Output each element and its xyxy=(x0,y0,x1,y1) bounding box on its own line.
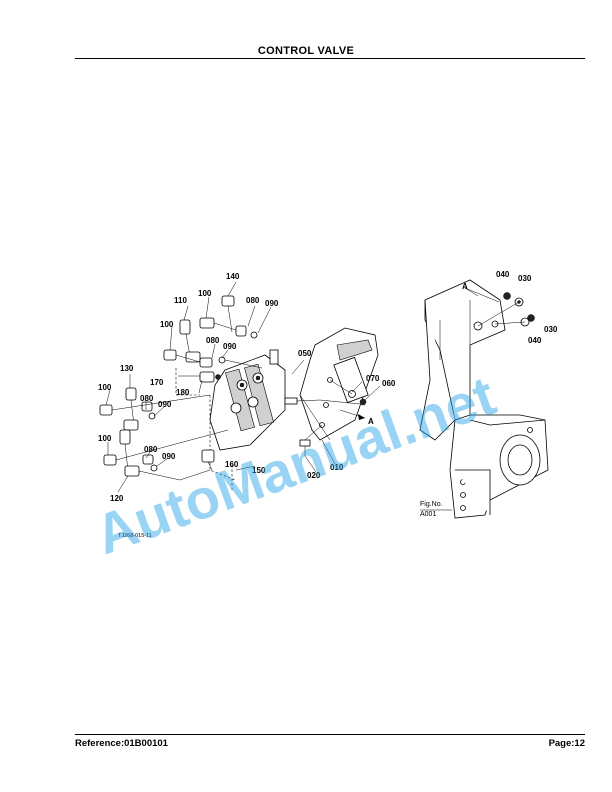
fig-no-value: A001 xyxy=(420,511,436,518)
callout-080: 080 xyxy=(144,445,158,454)
frame-bracket xyxy=(419,279,549,519)
section-marker-a-top: A xyxy=(462,282,468,291)
section-marker-a-bottom: A xyxy=(368,417,374,426)
callout-labels: 140 110 100 080 090 100 080 090 130 170 … xyxy=(98,270,558,539)
callout-100: 100 xyxy=(98,383,112,392)
page-title: CONTROL VALVE xyxy=(257,45,355,57)
fitting-assembly-middle xyxy=(175,368,221,396)
callout-170: 170 xyxy=(150,378,164,387)
fitting-assembly-lower-left xyxy=(99,387,229,481)
fitting-160 xyxy=(201,449,233,490)
footer-page-number: Page:12 xyxy=(548,738,585,749)
callout-150: 150 xyxy=(252,466,266,475)
bolt-020 xyxy=(299,424,323,456)
callout-040: 040 xyxy=(496,270,510,279)
callout-040: 040 xyxy=(528,336,542,345)
callout-100: 100 xyxy=(198,289,212,298)
callout-090: 090 xyxy=(265,299,279,308)
callout-060: 060 xyxy=(382,379,396,388)
control-valve-body xyxy=(209,349,361,481)
callout-010: 010 xyxy=(330,463,344,472)
valve-plate-010 xyxy=(299,327,379,441)
callout-030: 030 xyxy=(518,274,532,283)
callout-050: 050 xyxy=(298,349,312,358)
callout-130: 130 xyxy=(120,364,134,373)
leader-lines xyxy=(105,281,381,493)
callout-070: 070 xyxy=(366,374,380,383)
callout-120: 120 xyxy=(110,494,124,503)
fitting-assembly-upper xyxy=(163,295,263,369)
callout-080: 080 xyxy=(206,336,220,345)
callout-100: 100 xyxy=(160,320,174,329)
callout-110: 110 xyxy=(174,296,187,305)
footer-reference: Reference:01B00101 xyxy=(75,738,168,749)
drawing-code: TJ268-015-11 xyxy=(118,533,152,539)
callout-140: 140 xyxy=(226,272,240,281)
callout-090: 090 xyxy=(162,452,176,461)
washers-070-060 xyxy=(329,379,367,406)
callout-090: 090 xyxy=(223,342,237,351)
bolt-040-030-top xyxy=(464,287,535,327)
callout-100: 100 xyxy=(98,434,112,443)
callout-090: 090 xyxy=(158,400,172,409)
footer-rule xyxy=(75,734,585,735)
callout-030: 030 xyxy=(544,325,558,334)
fig-no-label: Fig.No. xyxy=(420,501,443,508)
callout-080: 080 xyxy=(246,296,260,305)
callout-080: 080 xyxy=(140,394,154,403)
callout-180: 180 xyxy=(176,388,190,397)
header-rule xyxy=(75,58,585,59)
callout-160: 160 xyxy=(225,460,239,469)
callout-020: 020 xyxy=(307,471,321,480)
